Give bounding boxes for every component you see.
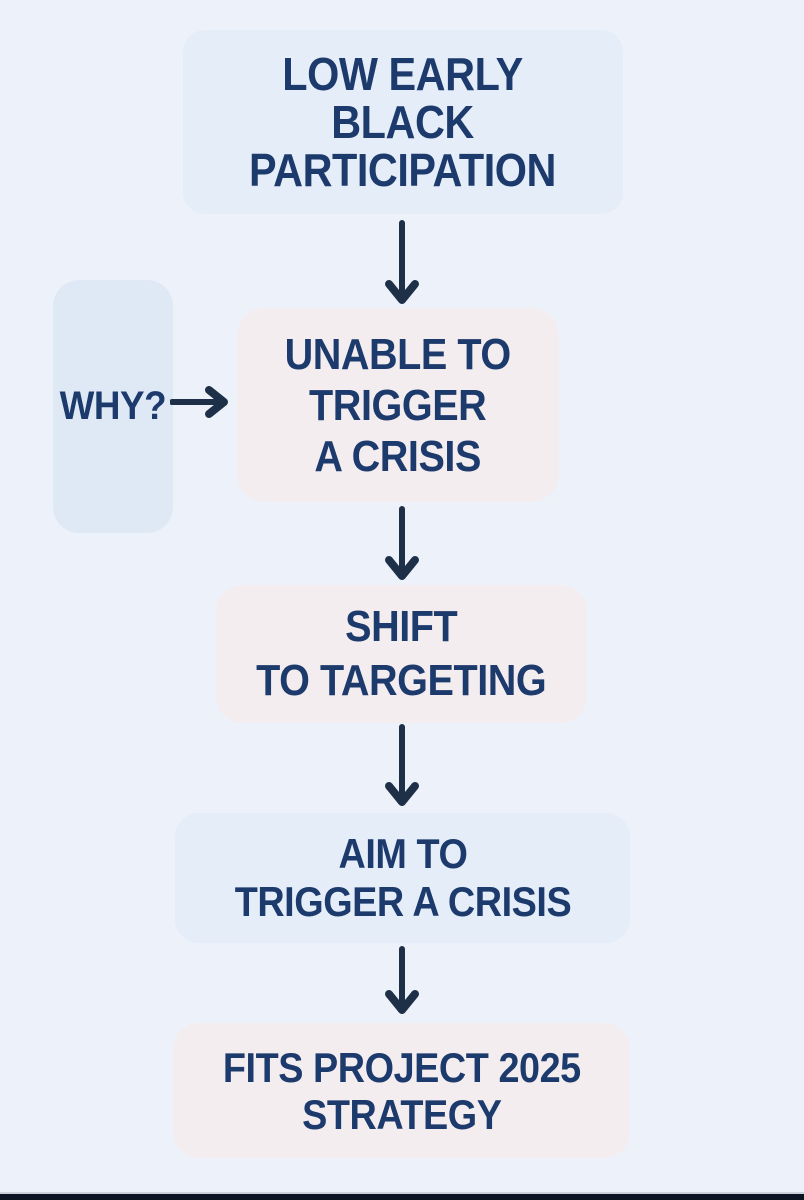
arrow-down-icon <box>385 220 419 304</box>
node-unable-to-trigger-a-crisis: UNABLE TO TRIGGER A CRISIS <box>237 308 559 502</box>
node-label: AIM TO TRIGGER A CRISIS <box>234 830 571 925</box>
node-label: LOW EARLY BLACK PARTICIPATION <box>249 48 557 196</box>
arrow-down-icon <box>385 724 419 806</box>
node-label: UNABLE TO TRIGGER A CRISIS <box>284 329 512 481</box>
arrow-down-icon <box>385 506 419 580</box>
node-fits-project-2025-strategy: FITS PROJECT 2025 STRATEGY <box>173 1023 630 1158</box>
node-shift-to-targeting: SHIFT TO TARGETING <box>216 585 587 723</box>
node-aim-to-trigger-a-crisis: AIM TO TRIGGER A CRISIS <box>175 813 630 943</box>
arrow-right-icon <box>170 386 228 418</box>
why-side-box: WHY? <box>53 280 173 533</box>
arrow-down-icon <box>385 946 419 1014</box>
node-low-early-black-participation: LOW EARLY BLACK PARTICIPATION <box>183 30 623 214</box>
node-label: SHIFT TO TARGETING <box>256 602 547 705</box>
node-label: FITS PROJECT 2025 STRATEGY <box>222 1043 581 1138</box>
bottom-edge-bar <box>0 1192 804 1200</box>
why-label: WHY? <box>59 384 167 428</box>
